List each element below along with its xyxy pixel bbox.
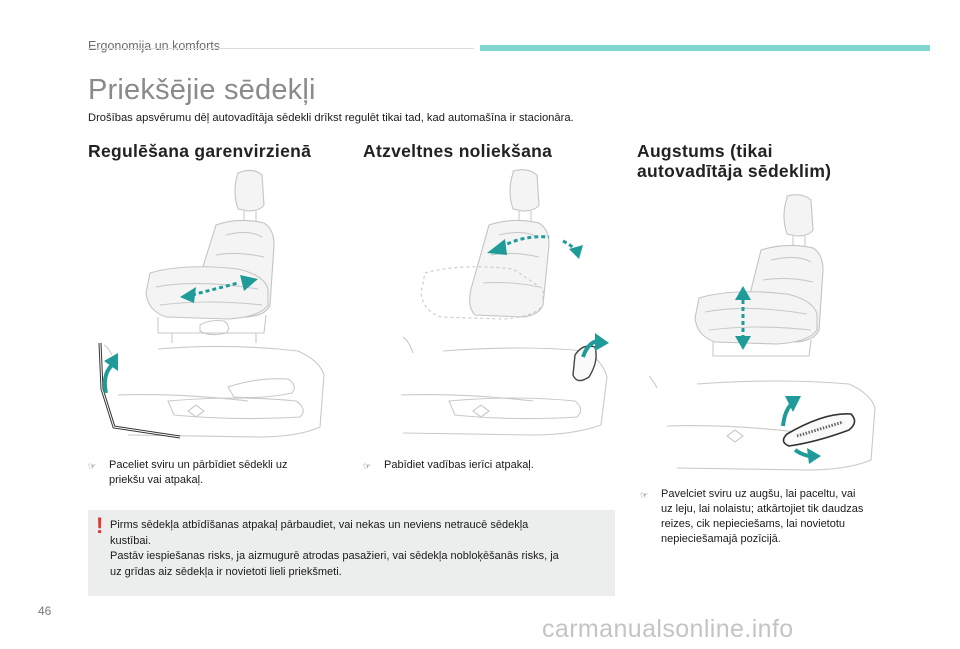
arrow-bullet-icon: ☞ [363, 461, 372, 471]
col3-bullet-line-2: uz leju, lai nolaistu; atkārtojiet tik d… [661, 503, 864, 515]
header-accent-bar [480, 45, 930, 51]
col3-bullet-line-1: Pavelciet sviru uz augšu, lai paceltu, v… [661, 488, 856, 500]
header-divider [88, 48, 474, 49]
col1-bullet-line-2: priekšu vai atpakaļ. [109, 474, 204, 486]
col2-bullet-line-1: Pabīdiet vadības ierīci atpakaļ. [384, 459, 534, 471]
height-arrows-icon [735, 286, 751, 350]
col3-title: Augstums (tikai autovadītāja sēdeklim) [637, 141, 831, 181]
exclamation-icon: ! [96, 513, 104, 538]
warning-line-1: Pirms sēdekļa atbīdīšanas atpakaļ pārbau… [110, 519, 529, 531]
col1-title: Regulēšana garenvirzienā [88, 141, 312, 161]
seat-drawing [103, 169, 325, 438]
fore-aft-arrows-icon [180, 275, 258, 303]
arrow-bullet-icon: ☞ [640, 490, 649, 500]
seat-height-illustration [648, 194, 876, 471]
col3-bullet-line-4: nepieciešamajā pozīcijā. [661, 533, 781, 545]
lever-arrow-icon [98, 342, 181, 439]
backrest-recline-illustration [400, 169, 609, 436]
watermark: carmanualsonline.info [542, 615, 794, 643]
seat-drawing [648, 194, 876, 471]
arrow-bullet-icon: ☞ [88, 461, 97, 471]
section-label: Ergonomija un komforts [88, 39, 221, 53]
intro-text: Drošības apsvērumu dēļ autovadītāja sēde… [88, 112, 574, 124]
warning-line-2: kustībai. [110, 534, 151, 547]
warning-box: ! Pirms sēdekļa atbīdīšanas atpakaļ pārb… [88, 510, 615, 596]
col3-bullet-line-3: reizes, cik nepieciešams, lai novietotu [661, 518, 846, 530]
recline-arrows-icon [487, 235, 583, 259]
seat-drawing [400, 169, 608, 436]
height-lever-icon [781, 396, 856, 464]
warning-line-4: uz grīdas aiz sēdekļa ir novietoti lieli… [110, 565, 342, 578]
col3-title-line-2: autovadītāja sēdeklim) [637, 161, 832, 181]
col1-bullet-line-1: Paceliet sviru un pārbīdiet sēdekli uz [109, 459, 288, 471]
col3-title-line-1: Augstums (tikai [637, 141, 773, 161]
seat-fore-aft-illustration [98, 169, 325, 439]
warning-line-3: Pastāv iespiešanas risks, ja aizmugurē a… [110, 550, 559, 562]
recline-lever-arrow-icon [572, 333, 609, 382]
page-title: Priekšējie sēdekļi [88, 74, 316, 106]
page-number: 46 [38, 604, 52, 618]
col2-title: Atzveltnes noliekšana [363, 141, 553, 161]
